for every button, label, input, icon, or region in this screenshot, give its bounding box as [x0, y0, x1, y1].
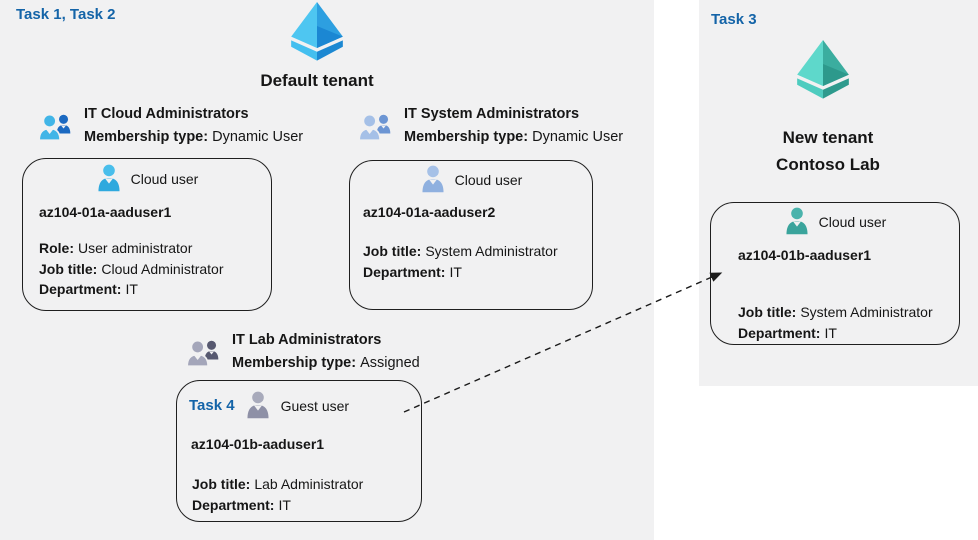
- user-field: Department:IT: [738, 323, 933, 344]
- card-header: Cloud user: [350, 165, 592, 194]
- user-field: Job title:Lab Administrator: [192, 474, 363, 495]
- new-tenant-title-line2: Contoso Lab: [776, 155, 880, 174]
- user-name: az104-01a-aaduser2: [363, 204, 496, 220]
- user-field: Job title:Cloud Administrator: [39, 259, 224, 280]
- user-group-icon: [38, 112, 73, 141]
- card-header: Task 4 Guest user: [189, 391, 349, 420]
- user-type-label: Cloud user: [818, 213, 887, 230]
- azure-ad-tenant-icon: [281, 2, 353, 65]
- field-label: Job title:: [39, 260, 98, 277]
- user-field: Role:User administrator: [39, 238, 224, 259]
- membership-value: Dynamic User: [532, 129, 624, 145]
- guest-user-icon: [245, 391, 271, 420]
- card-header: Cloud user: [23, 164, 271, 193]
- group-name: IT Cloud Administrators: [84, 106, 249, 122]
- user-field: Job title:System Administrator: [738, 302, 933, 323]
- group-name: IT System Administrators: [404, 106, 580, 122]
- field-label: Department:: [192, 496, 275, 513]
- field-value: Cloud Administrator: [101, 260, 224, 277]
- card-cloud-user-1: Cloud user az104-01a-aaduser1 Role:User …: [22, 158, 272, 311]
- group-it-cloud-admins: IT Cloud Administrators Membership type:…: [38, 103, 303, 149]
- field-label: Job title:: [738, 304, 797, 320]
- cloud-user-icon: [784, 207, 810, 236]
- user-field: Department:IT: [192, 495, 363, 516]
- field-label: Job title:: [363, 243, 422, 259]
- user-name: az104-01b-aaduser1: [738, 247, 872, 263]
- field-value: IT: [449, 263, 462, 280]
- user-group-icon: [186, 338, 221, 367]
- azure-ad-tenant-icon-teal: [788, 40, 858, 103]
- field-label: Role:: [39, 240, 74, 256]
- membership-type: Membership type:Dynamic User: [84, 126, 303, 149]
- user-field: Department:IT: [39, 279, 224, 300]
- card-header: Cloud user: [711, 207, 959, 236]
- user-name: az104-01b-aaduser1: [191, 436, 325, 452]
- default-tenant-panel: [0, 0, 654, 540]
- membership-type: Membership type:Dynamic User: [404, 126, 623, 149]
- field-value: IT: [125, 281, 138, 297]
- user-name: az104-01a-aaduser1: [39, 204, 172, 220]
- field-label: Department:: [738, 324, 821, 341]
- user-type-label: Cloud user: [130, 170, 199, 187]
- membership-label: Membership type:: [232, 355, 357, 371]
- card-cloud-user-2: Cloud user az104-01a-aaduser2 Job title:…: [349, 160, 593, 310]
- field-value: IT: [278, 496, 291, 513]
- cloud-user-icon: [420, 165, 446, 194]
- group-it-lab-admins: IT Lab Administrators Membership type:As…: [186, 329, 420, 375]
- task-4-label: Task 4: [189, 397, 235, 414]
- default-tenant-title: Default tenant: [260, 71, 374, 90]
- user-fields: Job title:System Administrator Departmen…: [738, 302, 933, 343]
- user-fields: Job title:System Administrator Departmen…: [363, 241, 558, 282]
- field-value: User administrator: [78, 240, 193, 256]
- membership-label: Membership type:: [404, 129, 529, 145]
- user-group-icon: [358, 112, 393, 141]
- new-tenant-title-line1: New tenant: [782, 128, 874, 147]
- field-value: System Administrator: [425, 243, 558, 259]
- group-name: IT Lab Administrators: [232, 332, 382, 348]
- field-label: Job title:: [192, 476, 251, 492]
- user-fields: Job title:Lab Administrator Department:I…: [192, 474, 363, 515]
- membership-value: Dynamic User: [212, 129, 304, 145]
- group-it-system-admins: IT System Administrators Membership type…: [358, 103, 623, 149]
- field-value: Lab Administrator: [254, 476, 364, 492]
- field-value: IT: [824, 324, 837, 341]
- cloud-user-icon: [96, 164, 122, 193]
- field-value: System Administrator: [800, 304, 933, 320]
- user-fields: Role:User administrator Job title:Cloud …: [39, 238, 224, 300]
- membership-type: Membership type:Assigned: [232, 352, 420, 375]
- task-3-label: Task 3: [711, 11, 757, 28]
- new-tenant-title: New tenant Contoso Lab: [733, 124, 923, 178]
- user-type-label: Guest user: [280, 397, 350, 414]
- user-type-label: Cloud user: [454, 171, 523, 188]
- task-1-2-label: Task 1, Task 2: [16, 6, 116, 23]
- field-label: Department:: [39, 281, 122, 297]
- card-guest-user: Task 4 Guest user az104-01b-aaduser1 Job…: [176, 380, 422, 522]
- user-field: Job title:System Administrator: [363, 241, 558, 262]
- field-label: Department:: [363, 263, 446, 280]
- user-field: Department:IT: [363, 262, 558, 283]
- membership-value: Assigned: [360, 355, 420, 371]
- membership-label: Membership type:: [84, 129, 209, 145]
- card-new-tenant-user: Cloud user az104-01b-aaduser1 Job title:…: [710, 202, 960, 345]
